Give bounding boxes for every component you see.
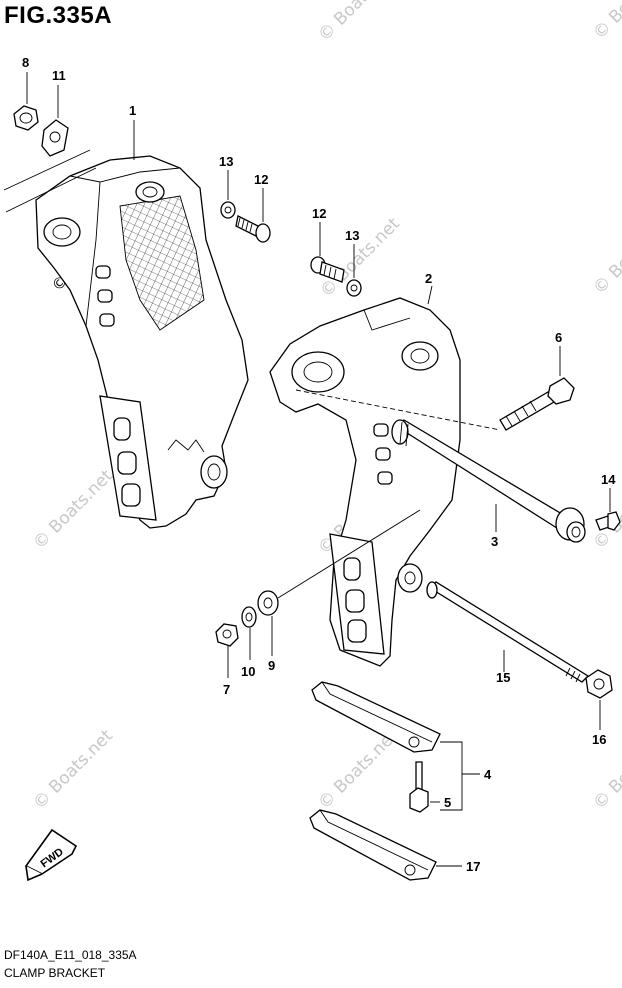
callout-7: 7 [223,682,230,697]
part-12-bolt-upper [235,215,271,243]
watermark-text: © Boats.net [589,211,622,299]
callout-13: 13 [219,154,233,169]
part-7-nut [215,623,239,647]
callout-15: 15 [496,670,510,685]
diagram-name: CLAMP BRACKET [4,966,106,980]
part-17-plate [309,809,437,881]
part-8-nut [13,105,39,131]
callout-10: 10 [241,664,255,679]
callout-12: 12 [254,172,268,187]
part-11-washer [41,119,69,157]
callout-11: 11 [52,68,66,83]
callout-5: 5 [444,795,451,810]
callout-4: 4 [484,767,492,782]
diagram-code: DF140A_E11_018_335A [4,948,137,962]
callout-14: 14 [601,472,616,487]
part-15-rod [426,581,590,683]
callout-2: 2 [425,271,432,286]
callout-13: 13 [345,228,359,243]
part-13-washer-middle [346,279,362,297]
callout-9: 9 [268,658,275,673]
fwd-badge: FWD [24,828,78,882]
part-13-washer-upper [220,201,236,219]
part-9-washer [257,590,279,616]
part-5-bolt [409,761,429,813]
part-16-nut [585,669,613,699]
callout-1: 1 [129,103,136,118]
part-4-plate [311,681,441,753]
part-3-tilt-tube [391,419,586,543]
watermark-text: © Boats.net [314,0,402,46]
callout-8: 8 [22,55,29,70]
callout-17: 17 [466,859,480,874]
watermark-text: © Boats.net [29,466,117,554]
figure-title: FIG.335A [4,2,113,29]
callout-16: 16 [592,732,606,747]
part-10-washer [241,606,257,628]
callout-12: 12 [312,206,326,221]
part-12-bolt-middle [310,256,345,283]
callout-6: 6 [555,330,562,345]
part-14-bolt [595,511,621,531]
part-6-bolt [499,377,575,431]
watermark-text: © Boats.net [29,726,117,814]
part-2-right-clamp-bracket [269,297,501,667]
callout-3: 3 [491,534,498,549]
watermark-text: © Boats.net [589,0,622,44]
part-1-left-clamp-bracket [3,149,249,529]
